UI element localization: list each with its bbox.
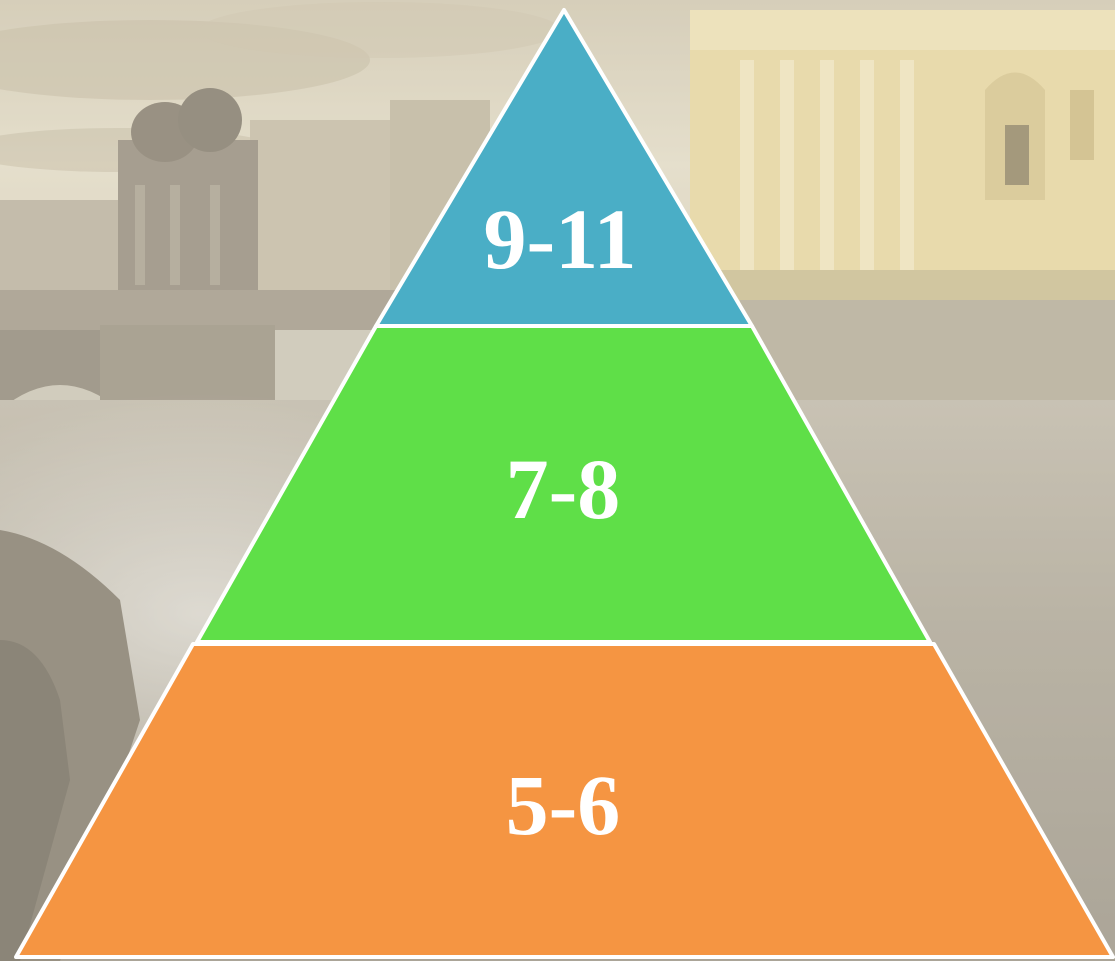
classical-cornice <box>690 10 1115 50</box>
tier-label-middle: 7-8 <box>506 441 621 537</box>
building-column <box>740 60 754 280</box>
building-column <box>780 60 794 280</box>
pavilion-column <box>135 185 145 285</box>
bridge-deck <box>0 290 420 330</box>
pavilion-dome <box>178 88 242 152</box>
pavilion-column <box>210 185 220 285</box>
tier-label-bottom: 5-6 <box>506 757 621 853</box>
pavilion-column <box>170 185 180 285</box>
granite-railing-top <box>0 640 70 961</box>
building-window <box>1070 90 1094 160</box>
tier-label-top: 9-11 <box>484 191 637 287</box>
cloud <box>200 2 560 58</box>
pyramid-tier-top <box>374 8 754 328</box>
building-column <box>860 60 874 280</box>
building-window <box>1005 125 1029 185</box>
building-column <box>820 60 834 280</box>
building-column <box>900 60 914 280</box>
